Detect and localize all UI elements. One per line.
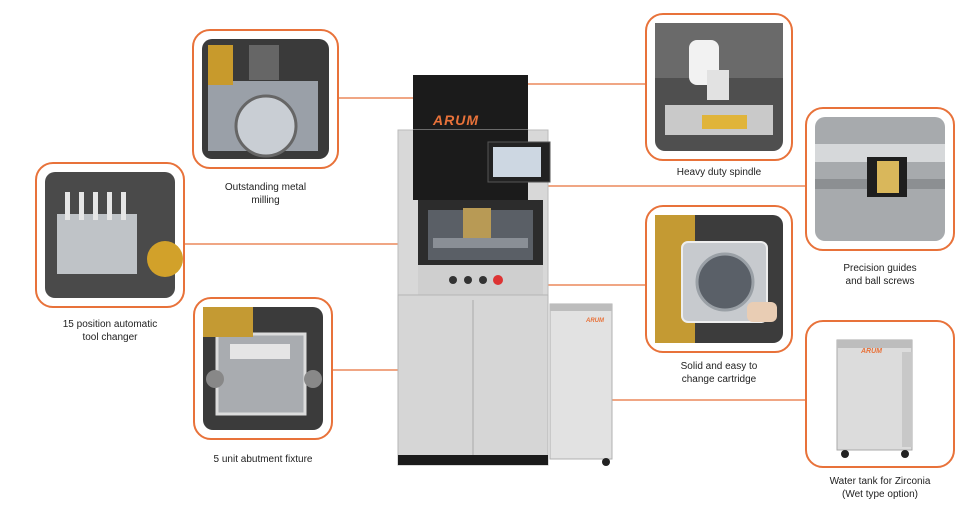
caption-cartridge: Solid and easy to change cartridge	[645, 360, 793, 386]
caption-metal-milling: Outstanding metal milling	[192, 181, 339, 207]
callout-metal-milling	[192, 29, 339, 169]
caption-line: tool changer	[82, 332, 138, 343]
machine-brand-logo: ARUM	[433, 112, 479, 128]
caption-line: 15 position automatic	[62, 319, 158, 330]
callout-guides	[805, 107, 955, 251]
callout-water-tank: ARUM	[805, 320, 955, 468]
callout-abutment-fixture	[193, 297, 333, 440]
caption-abutment-fixture: 5 unit abutment fixture	[193, 453, 333, 466]
metal-milling-photo	[202, 39, 329, 159]
caption-line: (Wet type option)	[842, 489, 918, 500]
caption-tool-changer: 15 position automatic tool changer	[35, 318, 185, 344]
milling-machine: ARUM	[393, 70, 563, 470]
spindle-photo	[655, 23, 783, 151]
caption-line: Outstanding metal	[224, 182, 307, 193]
caption-water-tank: Water tank for Zirconia (Wet type option…	[805, 475, 955, 501]
cartridge-photo	[655, 215, 783, 343]
caption-line: milling	[251, 195, 280, 206]
tank-brand-logo: ARUM	[586, 318, 604, 324]
caption-spindle: Heavy duty spindle	[645, 166, 793, 179]
callout-spindle	[645, 13, 793, 161]
caption-line: change cartridge	[681, 374, 757, 385]
caption-line: Precision guides	[843, 263, 917, 274]
caption-line: 5 unit abutment fixture	[213, 454, 313, 465]
callout-tool-changer	[35, 162, 185, 308]
caption-line: and ball screws	[845, 276, 915, 287]
water-tank-brand-logo: ARUM	[861, 348, 882, 355]
caption-line: Solid and easy to	[680, 361, 758, 372]
callout-cartridge	[645, 205, 793, 353]
tool-changer-photo	[45, 172, 183, 298]
abutment-fixture-photo	[203, 307, 323, 430]
guides-photo	[815, 117, 945, 241]
caption-line: Heavy duty spindle	[676, 167, 762, 178]
caption-line: Water tank for Zirconia	[829, 476, 931, 487]
water-tank-photo	[836, 339, 913, 458]
caption-guides: Precision guides and ball screws	[805, 262, 955, 288]
water-tank-cabinet: ARUM	[548, 302, 614, 468]
